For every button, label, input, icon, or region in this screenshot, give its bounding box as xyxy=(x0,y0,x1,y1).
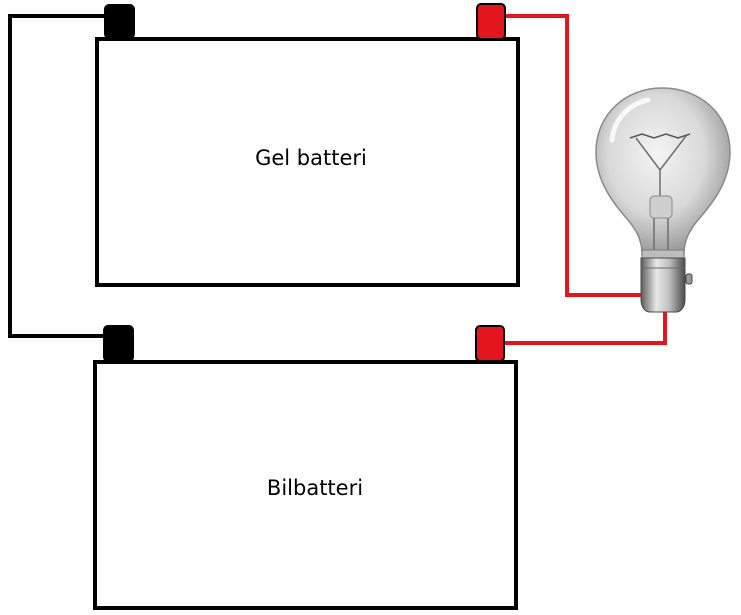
negative-terminal xyxy=(104,4,135,39)
bulb-filament xyxy=(635,135,687,250)
battery-body xyxy=(95,37,520,287)
negative-terminal xyxy=(103,325,134,362)
bulb-stem xyxy=(649,195,673,219)
battery-label: Bilbatteri xyxy=(267,476,363,500)
positive-wire-bottom xyxy=(505,312,667,345)
bulb-glass xyxy=(595,87,731,255)
positive-terminal xyxy=(476,3,506,40)
base-pin xyxy=(685,273,693,285)
light-bulb-icon xyxy=(595,87,731,313)
gel-battery: Gel batteri xyxy=(95,3,520,287)
bulb-base xyxy=(640,257,686,313)
car-battery: Bilbatteri xyxy=(93,325,518,610)
bulb-highlight xyxy=(609,97,651,143)
positive-terminal xyxy=(475,325,505,362)
negative-wire xyxy=(8,14,106,338)
positive-wire-top xyxy=(505,14,642,297)
filament-coil xyxy=(629,133,691,139)
battery-body xyxy=(93,360,518,610)
battery-label: Gel batteri xyxy=(255,146,367,170)
